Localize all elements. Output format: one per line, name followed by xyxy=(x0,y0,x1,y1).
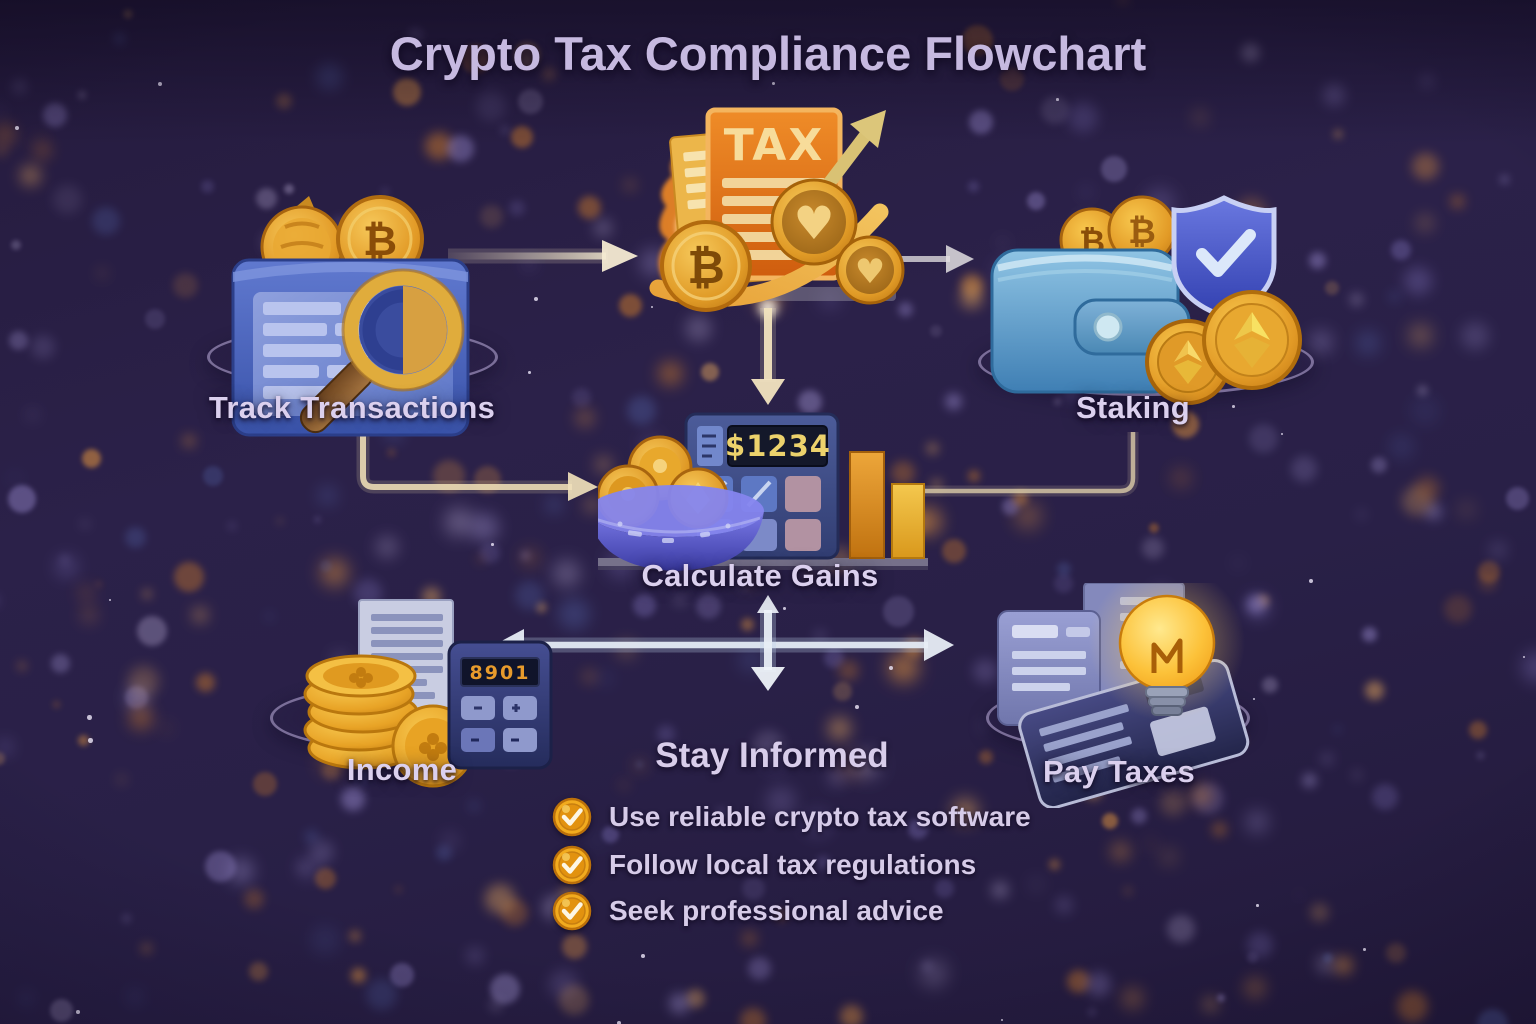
node-label-track-transactions: Track Transactions xyxy=(208,390,496,425)
checklist-item: Use reliable crypto tax software xyxy=(552,797,1031,837)
bitcoin-coin-icon: ₿ xyxy=(660,220,752,312)
checklist-item-label: Follow local tax regulations xyxy=(609,849,977,880)
heart-symbol: ♥ xyxy=(855,252,885,292)
node-tax-document: TAX ₿ ♥ xyxy=(618,92,938,337)
tax-document-icon: TAX ₿ ♥ xyxy=(649,107,905,312)
node-label-staking: Staking xyxy=(1075,390,1191,425)
calculator-display: $1234 xyxy=(725,429,831,463)
checklist-item-label: Use reliable crypto tax software xyxy=(609,801,1031,832)
coin-check-icon xyxy=(552,845,592,885)
page-title: Crypto Tax Compliance Flowchart xyxy=(389,27,1147,80)
stay-informed-heading: Stay Informed xyxy=(655,736,889,775)
checklist-item-label: Seek professional advice xyxy=(609,895,944,926)
node-label-income: Income xyxy=(346,752,458,787)
bitcoin-symbol: ₿ xyxy=(1128,212,1156,252)
checklist-item: Follow local tax regulations xyxy=(552,845,976,885)
coin-check-icon xyxy=(552,797,592,837)
node-label-calculate-gains: Calculate Gains xyxy=(641,558,879,593)
tax-title-text: TAX xyxy=(724,120,825,171)
heart-symbol: ♥ xyxy=(793,196,834,250)
heart-coin-icon: ♥ xyxy=(835,235,905,305)
node-label-pay-taxes: Pay Taxes xyxy=(1042,754,1196,789)
calculator-display: 8901 xyxy=(470,662,531,684)
coin-check-icon xyxy=(552,891,592,931)
arrow-income-paytaxes-double xyxy=(494,629,954,661)
bitcoin-symbol: ₿ xyxy=(687,240,725,294)
calculator-icon: 8901 xyxy=(447,640,553,770)
eth-coin-icon xyxy=(1202,290,1302,390)
checklist-item: Seek professional advice xyxy=(552,891,944,931)
arrow-staking-to-calculate xyxy=(902,432,1139,499)
bitcoin-symbol: ₿ xyxy=(363,216,397,265)
bar-chart-icon xyxy=(849,451,925,559)
